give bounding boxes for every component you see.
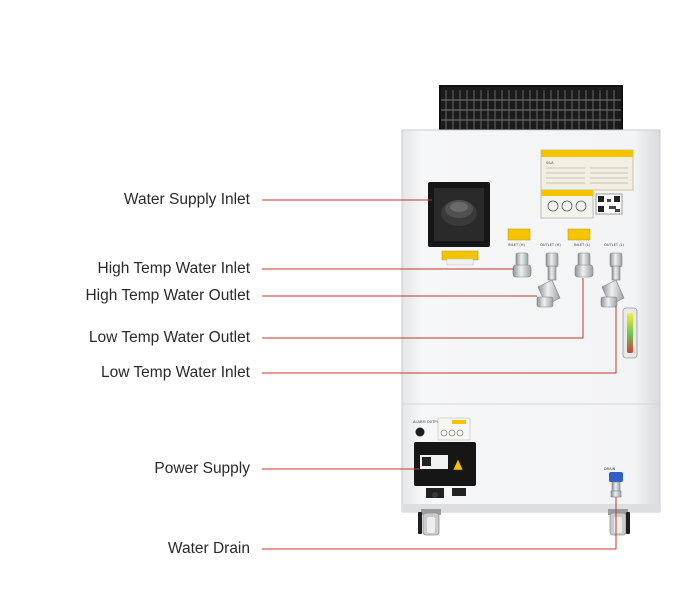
tag-outlet-l: OUTLET (L) [604,243,625,247]
label-low-temp-water-inlet: Low Temp Water Inlet [100,364,250,381]
leader-water-drain [262,497,617,550]
caster-left [418,509,441,536]
tag-inlet-l: INLET (L) [574,243,591,247]
tag-inlet-h: INLET (H) [508,243,525,247]
label-high-temp-water-outlet: High Temp Water Outlet [85,287,250,304]
label-high-temp-water-inlet: High Temp Water Inlet [97,260,250,277]
label-water-drain: Water Drain [167,540,250,557]
label-power-supply: Power Supply [154,460,250,477]
high-temp-inlet-fitting [512,252,532,278]
warning-label [540,189,594,219]
low-temp-inlet-fitting [600,252,625,308]
alarm-output-socket [415,427,425,437]
leader-low-temp-water-outlet [262,278,584,339]
water-supply-inlet-port [428,182,490,247]
spec-label: S&A [540,149,634,191]
low-temp-outlet-fitting [574,252,594,278]
tag-outlet-h: OUTLET (H) [540,243,561,247]
caster-right [608,509,630,536]
drain-label: DRAIN [604,467,616,471]
alarm-output-label: ALARM OUTPUT [413,420,442,424]
electrical-warning-label [437,417,471,441]
power-supply-box [414,442,476,498]
leader-lines [262,199,617,550]
base-rail [402,504,660,512]
fan-grille [439,85,623,131]
label-low-temp-water-outlet: Low Temp Water Outlet [88,329,250,346]
leader-low-temp-water-inlet [262,306,617,374]
label-water-supply-inlet: Water Supply Inlet [123,191,250,208]
spec-label-brand: S&A [546,161,554,165]
high-temp-outlet-fitting [536,252,561,308]
port-warning-tags [441,228,591,266]
water-level-gauge [622,307,638,359]
qr-code-icon [595,193,623,215]
